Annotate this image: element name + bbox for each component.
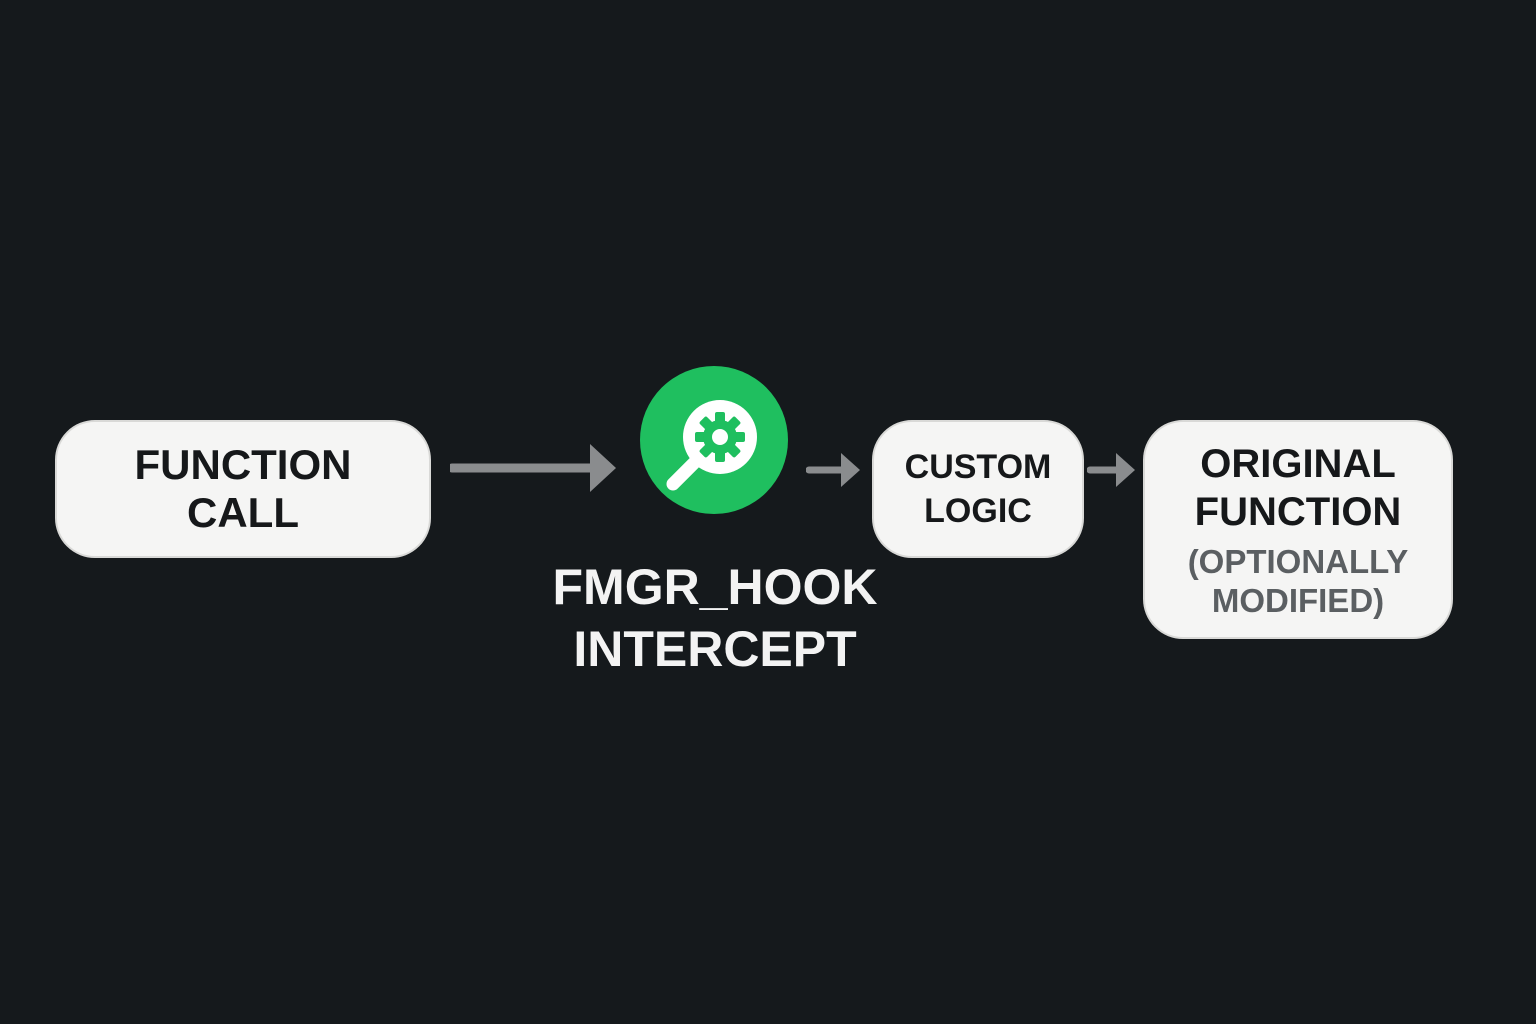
function-call-label-line-2: CALL [187,489,299,536]
original-function-note-line-2: MODIFIED) [1211,581,1385,619]
custom-logic-box: CUSTOM LOGIC [872,420,1084,558]
function-call-box: FUNCTION CALL [55,420,431,558]
hook-label-line-1: FMGR_HOOK [552,559,878,615]
custom-logic-label-line-2: LOGIC [924,492,1032,530]
original-function-note-line-1: (OPTIONALLY [1187,542,1409,580]
arrow-call-to-hook [450,444,616,492]
arrow-custom-to-original [1087,453,1135,487]
original-function-box: ORIGINAL FUNCTION (OPTIONALLY MODIFIED) [1143,420,1453,639]
hook-intercept-label: FMGR_HOOK INTERCEPT [520,556,910,680]
original-function-label-line-1: ORIGINAL [1200,441,1396,486]
arrow-hook-to-custom [806,453,860,487]
custom-logic-label-line-1: CUSTOM [904,448,1052,486]
function-call-label-line-1: FUNCTION [134,441,352,488]
original-function-label-line-2: FUNCTION [1194,489,1402,534]
hook-label-line-2: INTERCEPT [573,621,857,677]
magnifier-gear-icon [640,366,788,514]
